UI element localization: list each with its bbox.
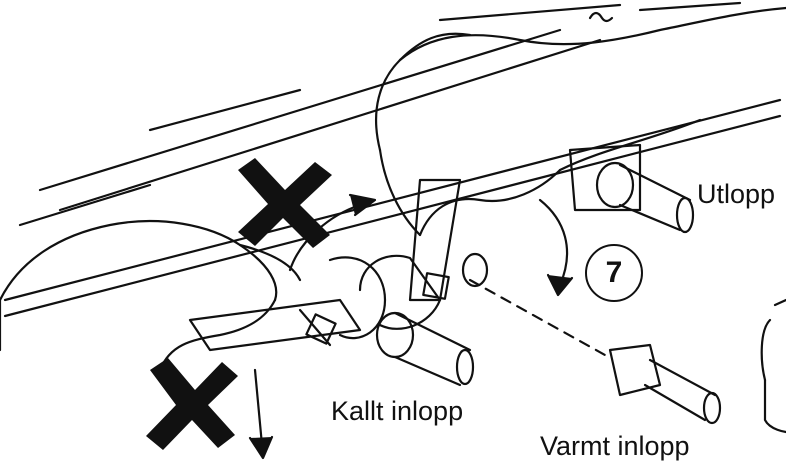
x-mark-lower — [146, 358, 238, 450]
appliance-body — [5, 3, 780, 316]
hot-inlet-label: Varmt inlopp — [540, 433, 690, 460]
correct-direction-arrow — [540, 200, 572, 295]
step-number-badge: 7 — [585, 244, 643, 302]
outlet-label: Utlopp — [697, 181, 775, 208]
cold-inlet-pipe — [377, 313, 473, 385]
cold-inlet-label: Kallt inlopp — [331, 398, 463, 425]
partial-appliance-right — [762, 300, 786, 432]
wrong-direction-arrow-lower — [250, 370, 272, 458]
x-mark-upper — [238, 158, 332, 248]
